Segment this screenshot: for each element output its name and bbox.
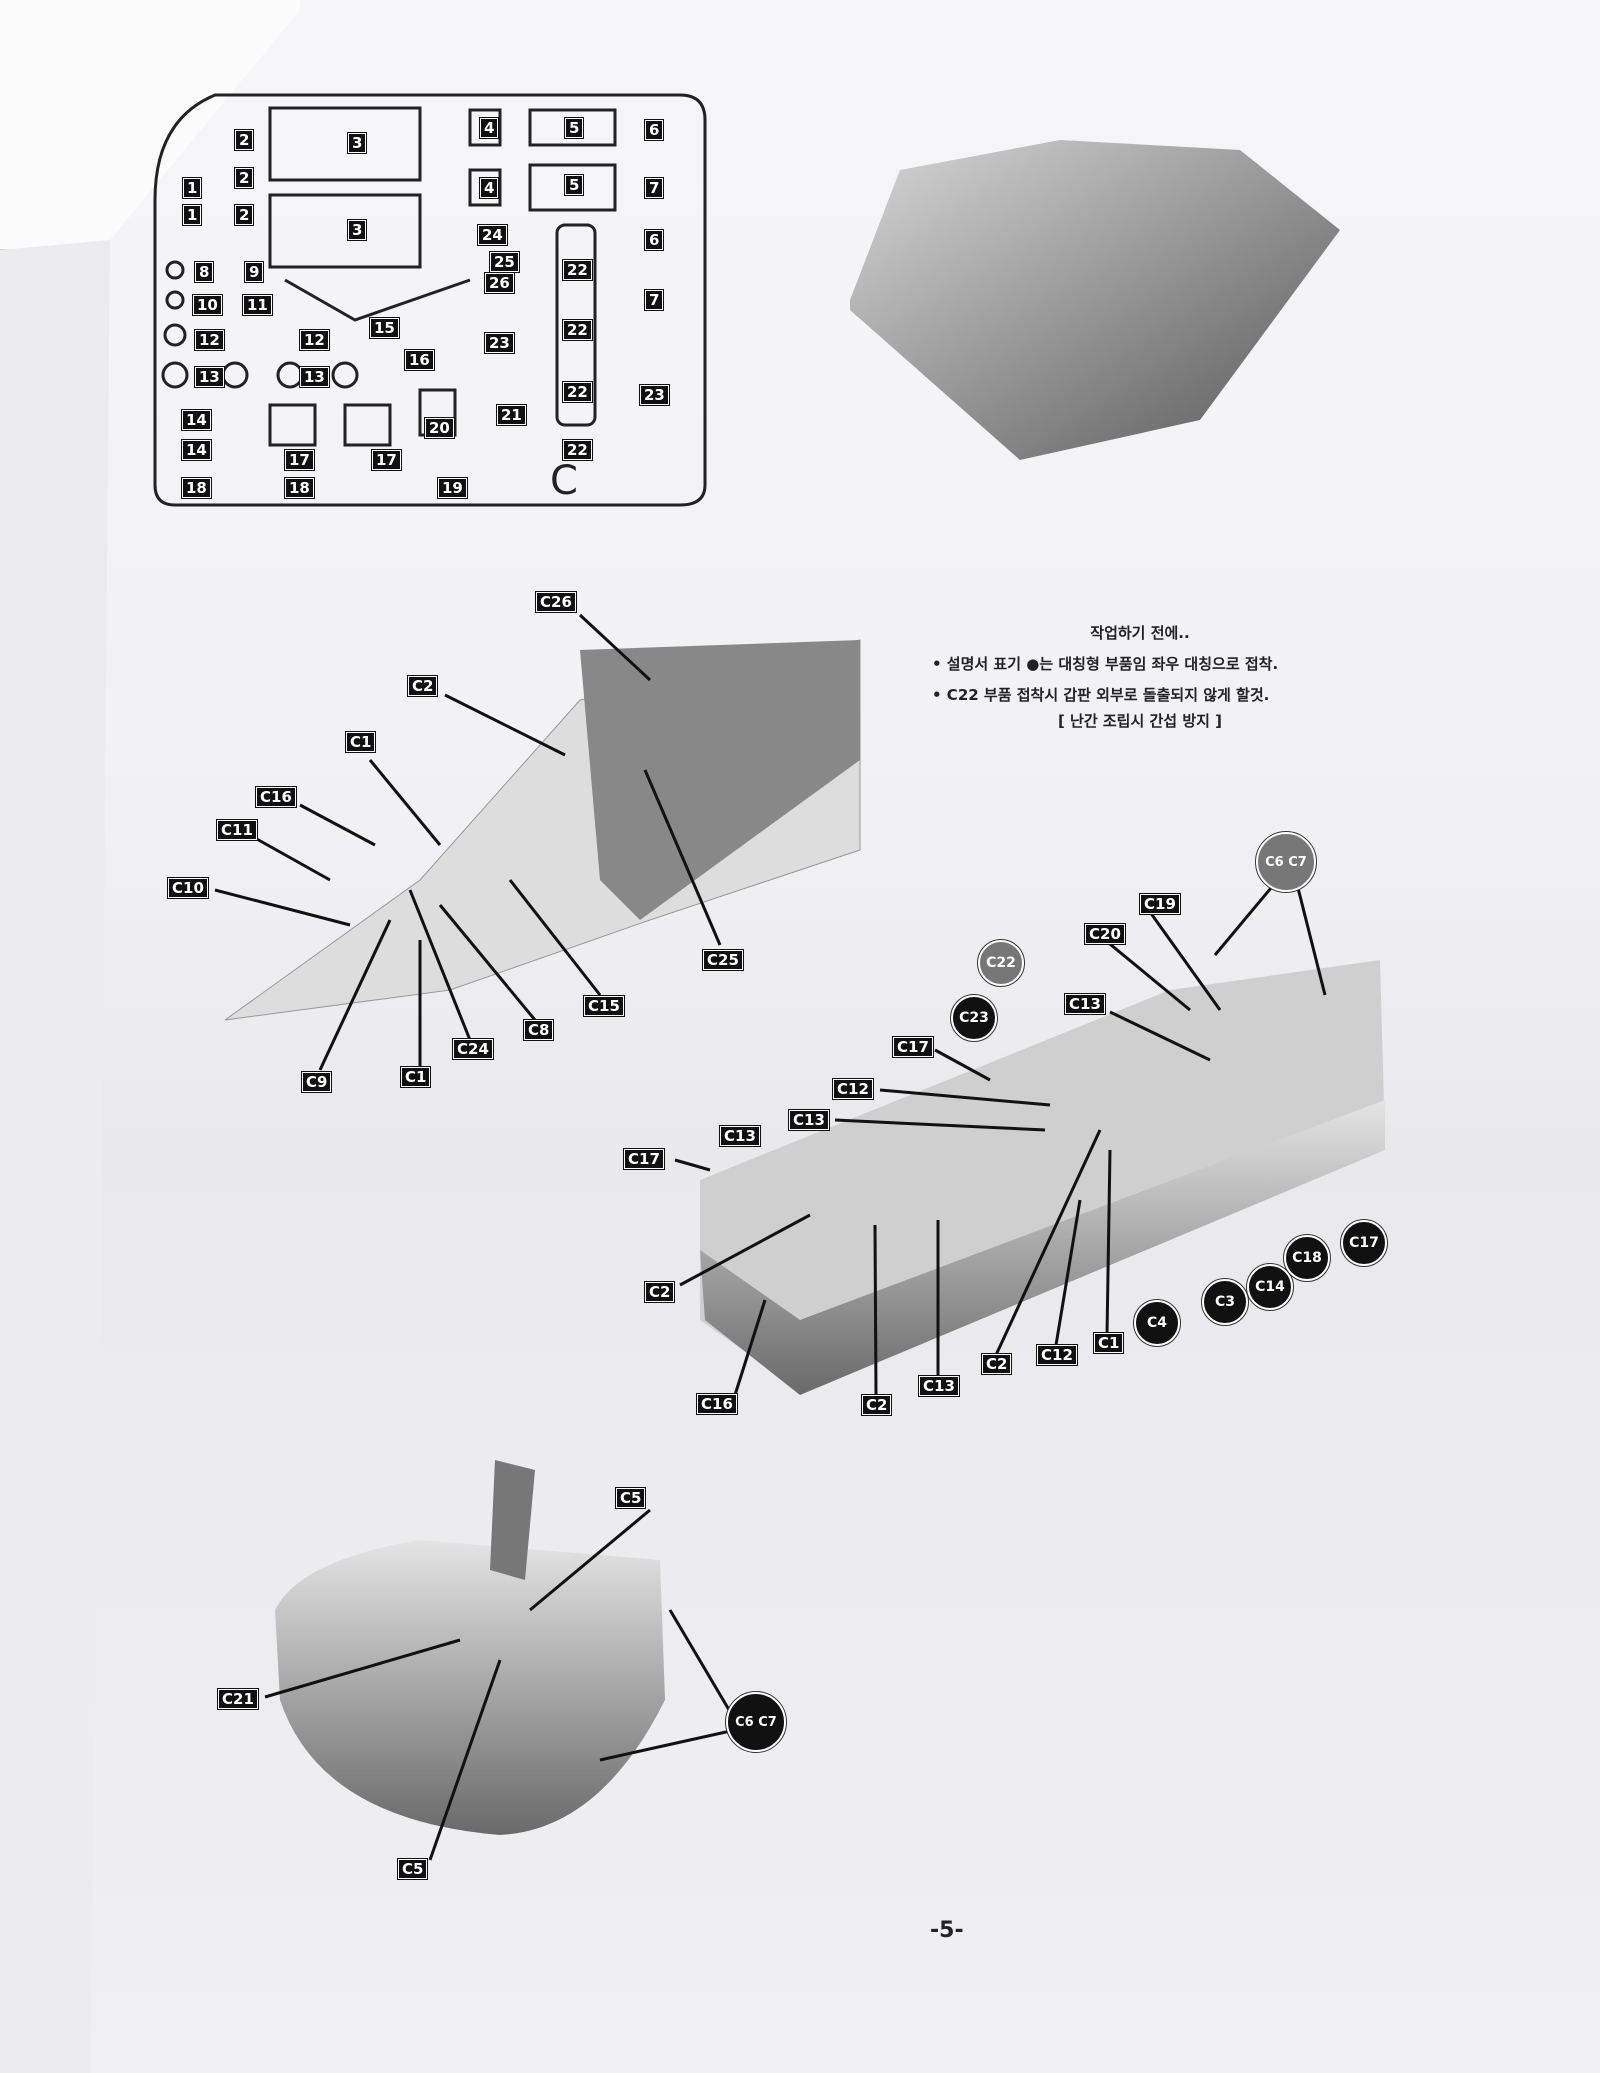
callout-c16: C16 [696,1393,738,1415]
callout-c19: C19 [1139,893,1181,915]
sprue-part-16: 16 [404,349,435,371]
sprue-part-23: 23 [484,332,515,354]
callout-c24: C24 [452,1038,494,1060]
sprue-part-4: 4 [478,117,500,139]
sprue-part-20: 20 [424,417,455,439]
callout-circle-c23: C23 [950,994,998,1042]
callout-c17: C17 [623,1148,665,1170]
callout-c12: C12 [832,1078,874,1100]
sprue-part-22: 22 [562,259,593,281]
sprue-part-3: 3 [346,219,368,241]
callout-c1: C1 [399,1066,432,1088]
assembly-notes: 작업하기 전에.. • 설명서 표기 ●는 대칭형 부품임 좌우 대칭으로 접착… [920,618,1360,731]
callout-c17: C17 [892,1036,934,1058]
sprue-part-15: 15 [369,317,400,339]
callout-c12: C12 [1036,1344,1078,1366]
sprue-part-22: 22 [562,319,593,341]
callout-circle-c6-c7: C6 C7 [725,1691,787,1753]
sprue-part-7: 7 [643,289,665,311]
note-item: • 설명서 표기 ●는 대칭형 부품임 좌우 대칭으로 접착. [932,655,1279,673]
callout-c13: C13 [918,1375,960,1397]
callout-circle-c18: C18 [1283,1234,1331,1282]
sprue-part-13: 13 [299,366,330,388]
sprue-part-3: 3 [346,132,368,154]
sprue-part-14: 14 [181,409,212,431]
sprue-part-1: 1 [181,177,203,199]
callout-circle-c14: C14 [1246,1263,1294,1311]
callout-circle-c17: C17 [1340,1219,1388,1267]
callout-c21: C21 [217,1688,259,1710]
sprue-part-13: 13 [194,366,225,388]
callout-c10: C10 [167,877,209,899]
sprue-letter: C [550,458,578,504]
sprue-part-19: 19 [437,477,468,499]
callout-c2: C2 [406,675,439,697]
sprue-part-2: 2 [233,204,255,226]
callout-circle-c3: C3 [1201,1278,1249,1326]
sprue-part-24: 24 [477,224,508,246]
sprue-part-18: 18 [284,477,315,499]
sprue-part-7: 7 [643,177,665,199]
callout-c2: C2 [643,1281,676,1303]
callout-c2: C2 [980,1353,1013,1375]
sprue-part-8: 8 [193,261,215,283]
sprue-part-2: 2 [233,167,255,189]
sprue-part-26: 26 [484,272,515,294]
sprue-part-4: 4 [478,177,500,199]
callout-c2: C2 [860,1394,893,1416]
sprue-part-9: 9 [243,261,265,283]
callout-c16: C16 [255,786,297,808]
callout-c1: C1 [344,731,377,753]
sprue-part-6: 6 [643,229,665,251]
callout-c26: C26 [535,591,577,613]
sprue-part-17: 17 [284,449,315,471]
sprue-part-12: 12 [194,329,225,351]
callout-c13: C13 [719,1125,761,1147]
sprue-part-11: 11 [242,294,273,316]
sprue-part-18: 18 [181,477,212,499]
sprue-part-2: 2 [233,129,255,151]
sprue-part-21: 21 [496,404,527,426]
callout-c15: C15 [583,995,625,1017]
callout-c5: C5 [396,1858,429,1880]
page-number: -5- [930,1918,964,1943]
callout-c20: C20 [1084,923,1126,945]
sprue-part-25: 25 [489,251,520,273]
callout-c13: C13 [1064,993,1106,1015]
callout-circle-c6-c7: C6 C7 [1255,831,1317,893]
callout-c1: C1 [1092,1332,1125,1354]
sprue-part-6: 6 [643,119,665,141]
note-sub: [ 난간 조립시 간섭 방지 ] [1057,712,1223,730]
sprue-part-14: 14 [181,439,212,461]
sprue-part-1: 1 [181,204,203,226]
note-item: • C22 부품 접착시 갑판 외부로 돌출되지 않게 할것. [932,686,1270,704]
callout-c9: C9 [300,1071,333,1093]
notes-title: 작업하기 전에.. [1090,624,1190,642]
callout-c11: C11 [216,819,258,841]
sprue-part-17: 17 [371,449,402,471]
sprue-part-5: 5 [563,117,585,139]
sprue-part-12: 12 [299,329,330,351]
sprue-part-22: 22 [562,439,593,461]
sprue-diagram [153,93,707,507]
sprue-part-5: 5 [563,174,585,196]
wheelhouse-model-image [850,140,1340,460]
sprue-part-22: 22 [562,381,593,403]
deck-model-image [700,1100,1385,1395]
callout-circle-c4: C4 [1133,1299,1181,1347]
callout-c13: C13 [788,1109,830,1131]
sprue-part-10: 10 [192,294,223,316]
stern-model-image [275,1540,665,1835]
callout-c5: C5 [614,1487,647,1509]
callout-circle-c22: C22 [977,939,1025,987]
callout-c8: C8 [522,1019,555,1041]
sprue-part-23: 23 [639,384,670,406]
callout-c25: C25 [702,949,744,971]
